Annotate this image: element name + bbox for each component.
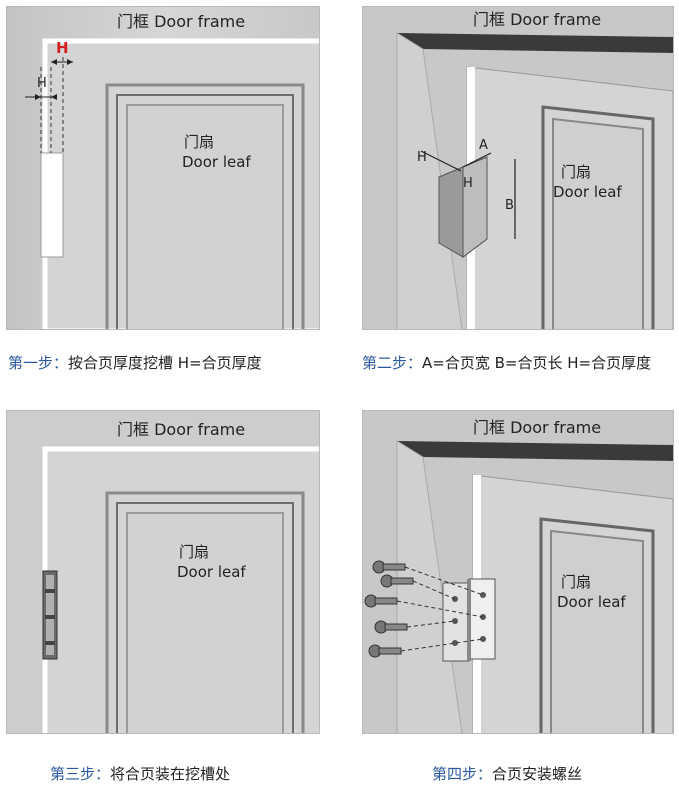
- frame-label: 门框 Door frame: [117, 12, 245, 31]
- step3-panel: 门框 Door frame 门扇 Door leaf: [6, 410, 320, 734]
- step3-caption-step: 第三步：: [50, 765, 111, 783]
- step2-caption: 第二步：A=合页宽 B=合页长 H=合页厚度: [362, 352, 651, 373]
- dim-a-line: [462, 152, 492, 168]
- hinge-icon: [442, 578, 496, 662]
- installed-hinge-icon: [42, 570, 58, 660]
- frame-label: 门框 Door frame: [473, 10, 601, 29]
- door-moulding-outer: [105, 83, 305, 329]
- step2-caption-text: A=合页宽 B=合页长 H=合页厚度: [422, 354, 652, 372]
- door-moulding-inner: [126, 104, 284, 329]
- door-moulding-inner: [126, 512, 284, 733]
- step4-panel: 门框 Door frame 门扇 Door leaf: [362, 410, 674, 734]
- leaf-label-cn: 门扇: [184, 133, 214, 151]
- frame-top-beam: [397, 441, 673, 461]
- step2-panel: A B H H 门框 Door frame 门扇 Door leaf: [362, 6, 674, 330]
- step1-caption-step: 第一步：: [8, 354, 69, 372]
- step3-caption: 第三步：将合页装在挖槽处: [50, 763, 230, 784]
- door-moulding-outer: [105, 491, 305, 733]
- screw-icon-4: [374, 620, 408, 634]
- step1-panel: 门框 Door frame 门扇 Door leaf H H: [6, 6, 320, 330]
- step4-caption-text: 合页安装螺丝: [492, 765, 583, 783]
- step3-caption-text: 将合页装在挖槽处: [110, 765, 231, 783]
- dim-h-red-label: H: [56, 39, 69, 57]
- frame-top-beam: [397, 33, 673, 53]
- hinge-groove: [40, 152, 64, 258]
- leaf-label-cn: 门扇: [561, 163, 591, 181]
- dim-b-label: B: [505, 198, 514, 213]
- leaf-label-en: Door leaf: [557, 593, 626, 611]
- door-moulding-inner: [550, 529, 644, 733]
- door-moulding-mid: [116, 502, 294, 733]
- door-moulding-outer: [539, 517, 655, 733]
- leaf-label-en: Door leaf: [177, 563, 246, 581]
- door-moulding-outer: [541, 105, 655, 329]
- dim-a-label: A: [479, 138, 488, 153]
- dim-h-front-label: H: [463, 176, 473, 191]
- door-moulding-inner: [552, 117, 644, 329]
- step4-caption-step: 第四步：: [432, 765, 493, 783]
- leaf-label-cn: 门扇: [561, 573, 591, 591]
- dim-h-top-label: H: [417, 150, 427, 165]
- screw-icon-2: [380, 574, 414, 588]
- step1-caption-text: 按合页厚度挖槽 H=合页厚度: [68, 354, 262, 372]
- frame-left-jamb: [396, 32, 463, 329]
- dim-h-side-label: H: [37, 76, 47, 91]
- leaf-label-cn: 门扇: [179, 543, 209, 561]
- door-moulding-mid: [116, 94, 294, 329]
- step2-caption-step: 第二步：: [362, 354, 423, 372]
- dim-h-line: [420, 150, 462, 172]
- step1-caption: 第一步：按合页厚度挖槽 H=合页厚度: [8, 352, 262, 373]
- leaf-label-en: Door leaf: [182, 153, 251, 171]
- leaf-label-en: Door leaf: [553, 183, 622, 201]
- step4-caption: 第四步：合页安装螺丝: [432, 763, 582, 784]
- screw-icon-1: [372, 560, 406, 574]
- frame-label: 门框 Door frame: [473, 418, 601, 437]
- frame-label: 门框 Door frame: [117, 420, 245, 439]
